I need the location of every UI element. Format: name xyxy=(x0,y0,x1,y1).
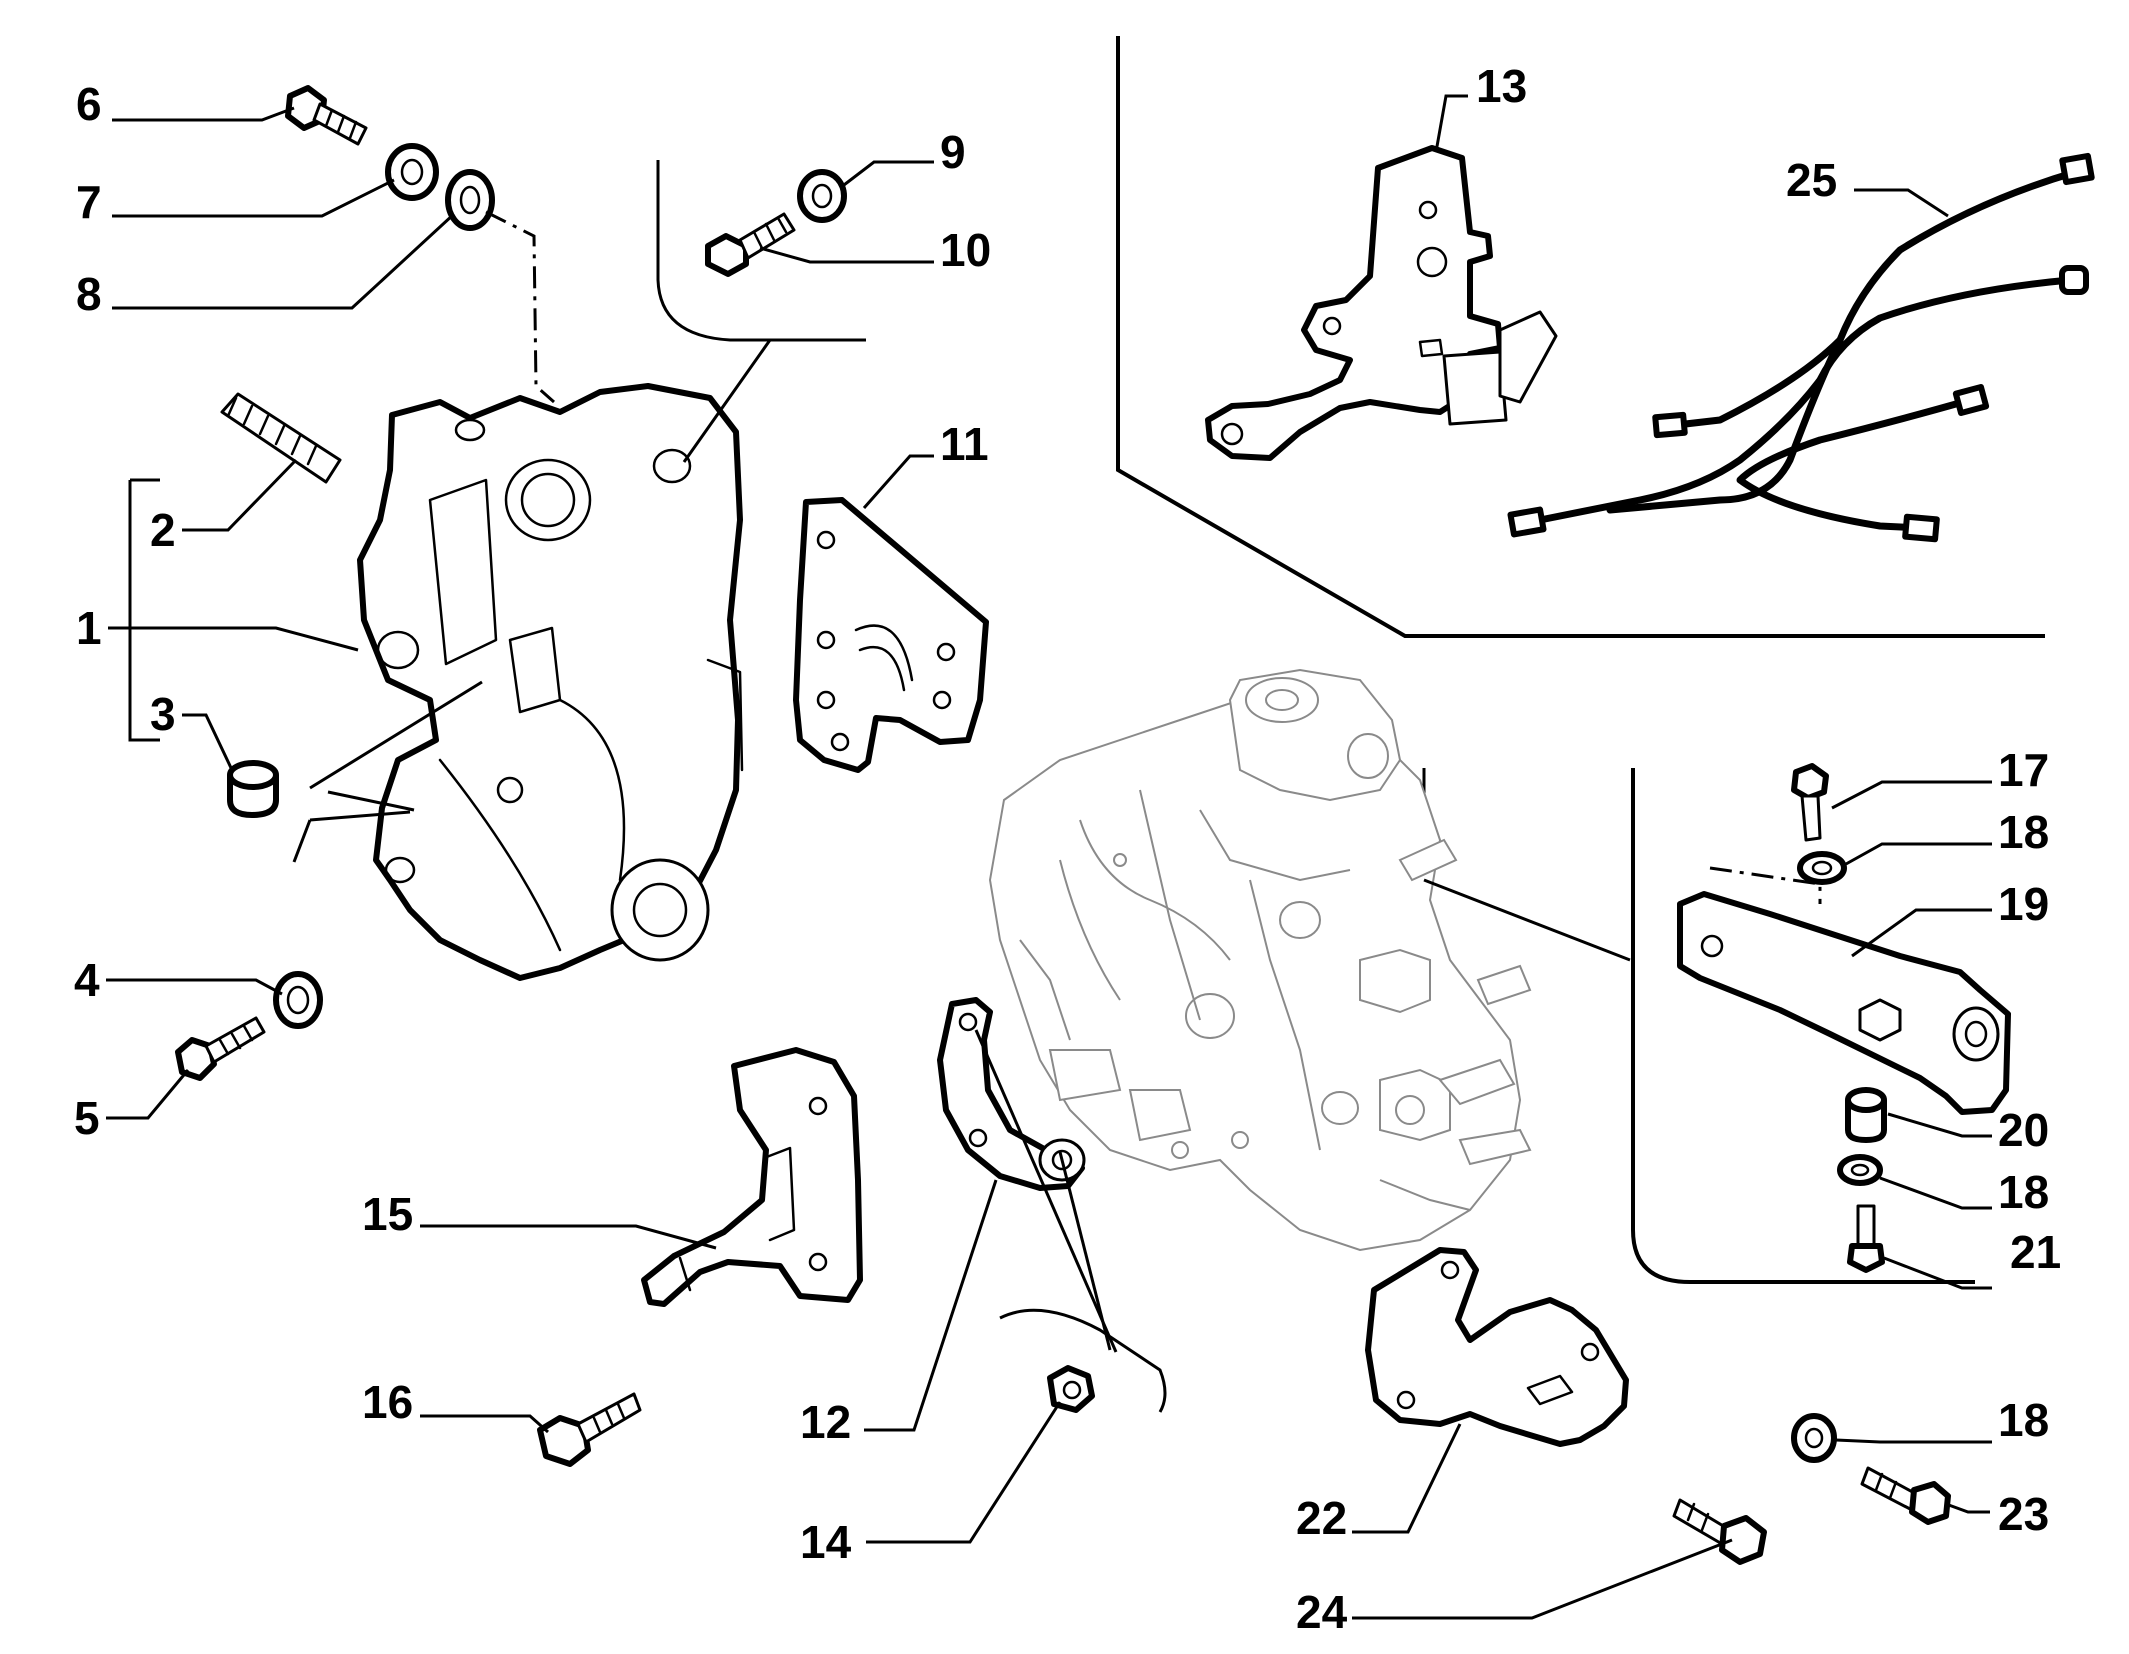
callout-21: 21 xyxy=(2010,1226,2061,1278)
callout-9: 9 xyxy=(940,126,966,178)
callout-13: 13 xyxy=(1476,60,1527,112)
callout-15: 15 xyxy=(362,1188,413,1240)
washer-part-9 xyxy=(797,169,847,223)
wiring-harness-part-25 xyxy=(1507,152,2095,543)
screw-part-17 xyxy=(1791,763,1829,842)
plug-part-3 xyxy=(227,760,279,818)
bolt-part-23 xyxy=(1860,1466,1951,1525)
washer-part-4 xyxy=(273,971,323,1029)
split-washer-part-7 xyxy=(385,143,439,201)
callout-10: 10 xyxy=(940,224,991,276)
callout-24: 24 xyxy=(1296,1586,1348,1638)
lever-bracket-part-15 xyxy=(641,1047,863,1307)
bolt-part-5 xyxy=(175,1016,266,1081)
screw-part-24 xyxy=(1672,1498,1767,1565)
callout-18-lower: 18 xyxy=(1998,1394,2049,1446)
callout-11: 11 xyxy=(940,418,989,470)
callout-17: 17 xyxy=(1998,744,2049,796)
spacer-part-20 xyxy=(1845,1087,1887,1143)
bracket-part-22 xyxy=(1365,1247,1629,1447)
callout-19: 19 xyxy=(1998,878,2049,930)
callout-18-upper: 18 xyxy=(1998,806,2049,858)
callout-14: 14 xyxy=(800,1516,852,1568)
callout-1: 1 xyxy=(76,602,102,654)
callout-3: 3 xyxy=(150,688,176,740)
washer-part-8 xyxy=(445,169,495,231)
bolt-part-10 xyxy=(705,212,796,277)
bracket-part-19 xyxy=(1677,891,2011,1115)
kit-frame-upper-right xyxy=(1116,36,2045,638)
bracket-part-13 xyxy=(1205,145,1558,461)
washer-part-18-middle xyxy=(1837,1154,1883,1186)
stud-part-2 xyxy=(220,392,342,484)
callout-7: 7 xyxy=(76,176,102,228)
callout-8: 8 xyxy=(76,268,102,320)
callout-12: 12 xyxy=(800,1396,851,1448)
leader-lines xyxy=(106,94,1992,1620)
kit-frame-right xyxy=(1631,768,1975,1284)
callout-2: 2 xyxy=(150,504,176,556)
callout-16: 16 xyxy=(362,1376,413,1428)
pump-housing-part xyxy=(357,383,744,981)
washer-part-18-lower xyxy=(1791,1413,1837,1463)
callout-6: 6 xyxy=(76,78,102,130)
callout-20: 20 xyxy=(1998,1104,2049,1156)
callout-23: 23 xyxy=(1998,1488,2049,1540)
callout-4: 4 xyxy=(74,954,100,1006)
bolt-part-6 xyxy=(285,85,368,146)
nut-part-14 xyxy=(1047,1365,1095,1413)
cover-frame-upper xyxy=(656,160,866,342)
gasket-part-11 xyxy=(793,497,989,773)
callout-25: 25 xyxy=(1786,154,1837,206)
callout-labels: 1 2 3 4 5 6 7 8 9 10 11 12 13 14 15 16 1… xyxy=(74,60,2061,1638)
nut-frame-arc xyxy=(999,1308,1167,1413)
washer-part-18-upper xyxy=(1797,851,1847,885)
callout-18-middle: 18 xyxy=(1998,1166,2049,1218)
callout-22: 22 xyxy=(1296,1492,1347,1544)
screw-part-16 xyxy=(537,1392,642,1467)
callout-5: 5 xyxy=(74,1092,100,1144)
axis-dash-cover xyxy=(485,210,555,404)
screw-part-21 xyxy=(1847,1204,1885,1273)
injection-pump-ghost xyxy=(988,668,1532,1252)
